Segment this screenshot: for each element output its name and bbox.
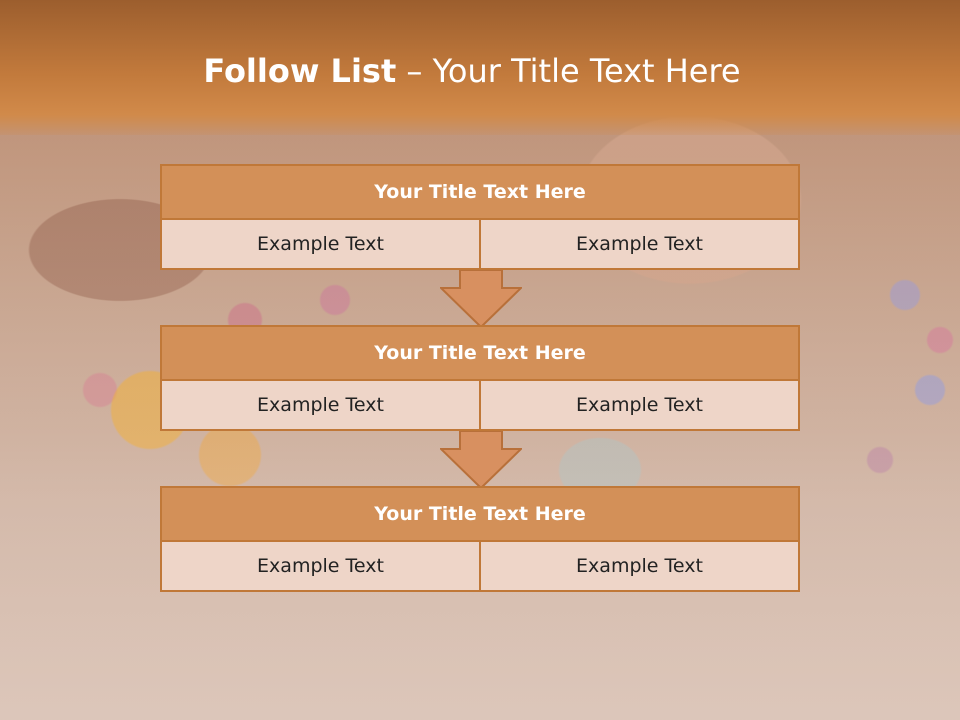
- list-block-1: Your Title Text Here Example Text Exampl…: [160, 164, 800, 270]
- slide-title-rest: – Your Title Text Here: [406, 52, 741, 90]
- block-cell-right: Example Text: [481, 381, 800, 431]
- block-row: Example Text Example Text: [160, 220, 800, 270]
- list-block-2: Your Title Text Here Example Text Exampl…: [160, 325, 800, 431]
- down-arrow-icon: [440, 431, 522, 489]
- block-title: Your Title Text Here: [160, 486, 800, 542]
- block-cell-left: Example Text: [160, 220, 481, 270]
- down-arrow-icon: [440, 270, 522, 328]
- block-cell-right: Example Text: [481, 220, 800, 270]
- block-title: Your Title Text Here: [160, 164, 800, 220]
- header-band: [0, 0, 960, 135]
- block-row: Example Text Example Text: [160, 381, 800, 431]
- block-cell-right: Example Text: [481, 542, 800, 592]
- block-title: Your Title Text Here: [160, 325, 800, 381]
- block-row: Example Text Example Text: [160, 542, 800, 592]
- block-cell-left: Example Text: [160, 542, 481, 592]
- list-block-3: Your Title Text Here Example Text Exampl…: [160, 486, 800, 592]
- slide-title: Follow List – Your Title Text Here: [0, 52, 944, 90]
- block-cell-left: Example Text: [160, 381, 481, 431]
- slide-title-bold: Follow List: [203, 52, 397, 90]
